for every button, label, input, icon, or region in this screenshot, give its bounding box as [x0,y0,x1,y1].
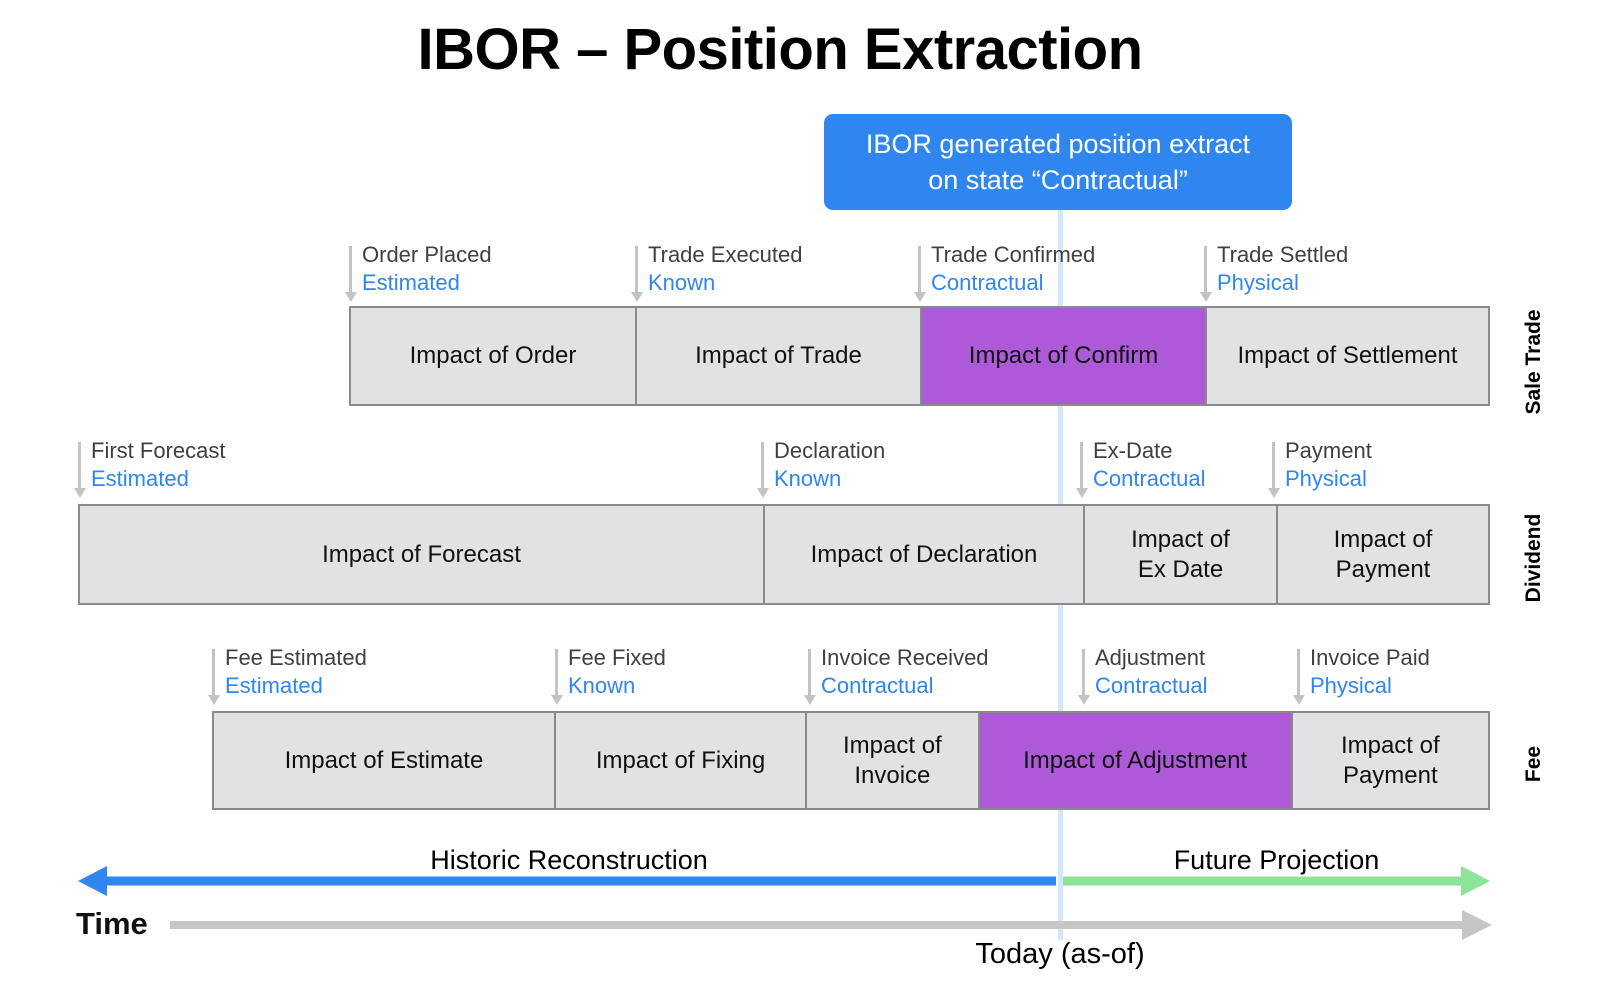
segment-impact-of-ex-date: Impact of Ex Date [1085,506,1278,603]
band-sale-trade: Impact of Order Impact of Trade Impact o… [349,306,1490,406]
marker-name: Invoice Paid [1310,645,1430,670]
down-arrow-head-icon [1268,488,1280,498]
time-axis-label: Time [76,906,148,941]
marker-name: Trade Settled [1217,242,1349,267]
marker-name: Declaration [774,438,886,463]
marker-state: Estimated [362,270,460,295]
down-arrow-icon [808,649,811,697]
down-arrow-icon [555,649,558,697]
segment-impact-of-payment: Impact of Payment [1278,506,1488,603]
down-arrow-icon [1297,649,1300,697]
page-title: IBOR – Position Extraction [417,17,1144,82]
segment-impact-of-order: Impact of Order [351,308,637,404]
marker-state: Contractual [1095,673,1208,698]
down-arrow-icon [349,246,352,294]
marker-state: Physical [1285,466,1367,491]
marker-name: Order Placed [362,242,492,267]
category-label-fee: Fee [1522,745,1545,783]
marker-state: Known [568,673,636,698]
down-arrow-icon [78,442,81,490]
marker-state: Contractual [931,270,1044,295]
marker-name: First Forecast [91,438,226,463]
down-arrow-head-icon [551,695,563,705]
callout-line-1: IBOR generated position extract [865,129,1251,159]
segment-impact-of-confirm: Impact of Confirm [922,308,1207,404]
marker-name: Fee Fixed [568,645,666,670]
marker-state: Known [648,270,716,295]
marker-state: Estimated [225,673,323,698]
marker-state: Known [774,466,842,491]
segment-impact-of-forecast: Impact of Forecast [80,506,765,603]
down-arrow-head-icon [208,695,220,705]
down-arrow-icon [212,649,215,697]
down-arrow-head-icon [1076,488,1088,498]
callout-line-2: on state “Contractual” [928,165,1188,195]
down-arrow-head-icon [1078,695,1090,705]
marker-state: Contractual [1093,466,1206,491]
time-axis-arrow-icon [170,910,1492,940]
marker-name: Trade Confirmed [931,242,1096,267]
down-arrow-head-icon [914,292,926,302]
segment-impact-of-declaration: Impact of Declaration [765,506,1085,603]
segment-impact-of-fixing: Impact of Fixing [555,713,808,808]
segment-impact-of-estimate: Impact of Estimate [214,713,556,808]
down-arrow-head-icon [757,488,769,498]
marker-name: Adjustment [1095,645,1206,670]
marker-state: Estimated [91,466,189,491]
down-arrow-head-icon [345,292,357,302]
phase-label-future-projection: Future Projection [1173,845,1380,875]
down-arrow-icon [1204,246,1207,294]
category-label-dividend: Dividend [1522,513,1545,603]
segment-impact-of-trade: Impact of Trade [637,308,922,404]
marker-name: Payment [1285,438,1372,463]
down-arrow-icon [761,442,764,490]
band-fee: Impact of Estimate Impact of Fixing Impa… [212,711,1490,810]
marker-name: Invoice Received [821,645,989,670]
down-arrow-icon [1082,649,1085,697]
marker-name: Ex-Date [1093,438,1173,463]
segment-impact-of-payment: Impact of Payment [1292,713,1489,808]
down-arrow-icon [635,246,638,294]
segment-impact-of-settlement: Impact of Settlement [1207,308,1488,404]
down-arrow-head-icon [1200,292,1212,302]
down-arrow-head-icon [1293,695,1305,705]
segment-impact-of-invoice: Impact of Invoice [807,713,980,808]
down-arrow-head-icon [74,488,86,498]
down-arrow-icon [918,246,921,294]
marker-name: Trade Executed [648,242,803,267]
marker-state: Physical [1310,673,1392,698]
phase-label-historic-reconstruction: Historic Reconstruction [430,845,708,875]
marker-name: Fee Estimated [225,645,367,670]
ibor-extract-callout: IBOR generated position extract on state… [824,114,1292,210]
today-as-of-label: Today (as-of) [975,938,1145,970]
marker-state: Physical [1217,270,1299,295]
segment-impact-of-adjustment: Impact of Adjustment [979,713,1293,808]
down-arrow-head-icon [631,292,643,302]
category-label-sale-trade: Sale Trade [1522,309,1545,415]
down-arrow-icon [1272,442,1275,490]
band-dividend: Impact of Forecast Impact of Declaration… [78,504,1490,605]
down-arrow-head-icon [804,695,816,705]
marker-state: Contractual [821,673,934,698]
down-arrow-icon [1080,442,1083,490]
